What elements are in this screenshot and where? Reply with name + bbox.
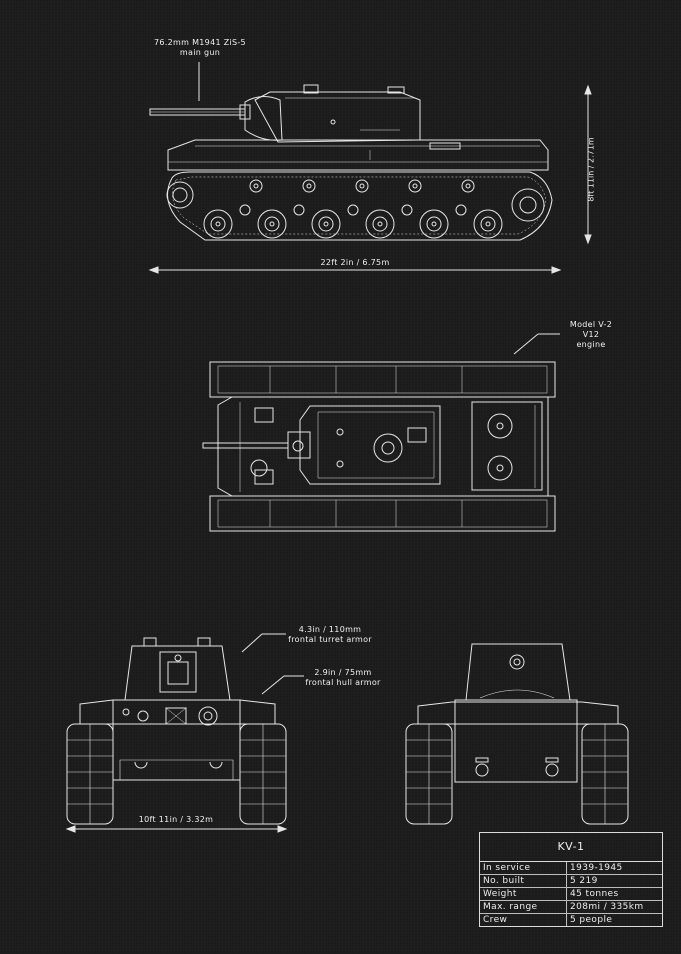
turret-armor-line1: 4.3in / 110mm (298, 625, 362, 634)
rear-view-drawing (405, 643, 629, 825)
spec-key: No. built (480, 874, 567, 888)
turret-armor-line2: frontal turret armor (288, 635, 372, 644)
spec-key: Max. range (480, 900, 567, 914)
hull-armor-line1: 2.9in / 75mm (314, 668, 372, 677)
spec-key: In service (480, 862, 567, 875)
gun-label-line2: main gun (179, 48, 221, 57)
hull-armor-line2: frontal hull armor (305, 678, 381, 687)
spec-key: Weight (480, 887, 567, 901)
engine-label-line1: Model V-2 (569, 320, 613, 329)
table-row: Max. range 208mi / 335km (480, 900, 662, 914)
engine-label: Model V-2 V12 engine (558, 320, 624, 350)
spec-table-title: KV-1 (480, 833, 662, 862)
spec-value: 5 219 (566, 874, 662, 888)
table-row: No. built 5 219 (480, 874, 662, 888)
spec-value: 1939-1945 (566, 862, 662, 875)
gun-label-line1: 76.2mm M1941 ZiS-5 (154, 38, 246, 47)
engine-label-line2: V12 (582, 330, 600, 339)
spec-table-body: In service 1939-1945 No. built 5 219 Wei… (480, 862, 662, 926)
spec-table: KV-1 In service 1939-1945 No. built 5 21… (479, 832, 663, 927)
front-view-drawing (65, 633, 304, 833)
width-dimension-label: 10ft 11in / 3.32m (138, 815, 214, 824)
table-row: Weight 45 tonnes (480, 887, 662, 901)
height-dimension-label: 8ft 11in / 2.71m (586, 137, 596, 202)
length-dimension-label: 22ft 2in / 6.75m (320, 258, 390, 267)
spec-value: 208mi / 335km (566, 900, 662, 914)
spec-value: 5 people (570, 915, 613, 925)
hull-armor-label: 2.9in / 75mm frontal hull armor (298, 668, 388, 688)
spec-value: 45 tonnes (566, 887, 662, 901)
spec-key: Crew (480, 913, 567, 926)
turret-armor-label: 4.3in / 110mm frontal turret armor (282, 625, 378, 645)
top-view-drawing (202, 333, 560, 532)
side-view-drawing (148, 62, 592, 274)
table-row: In service 1939-1945 (480, 862, 662, 875)
table-row: Crew 5 people (480, 913, 662, 926)
gun-label: 76.2mm M1941 ZiS-5 main gun (150, 38, 250, 58)
engine-label-line3: engine (576, 340, 606, 349)
